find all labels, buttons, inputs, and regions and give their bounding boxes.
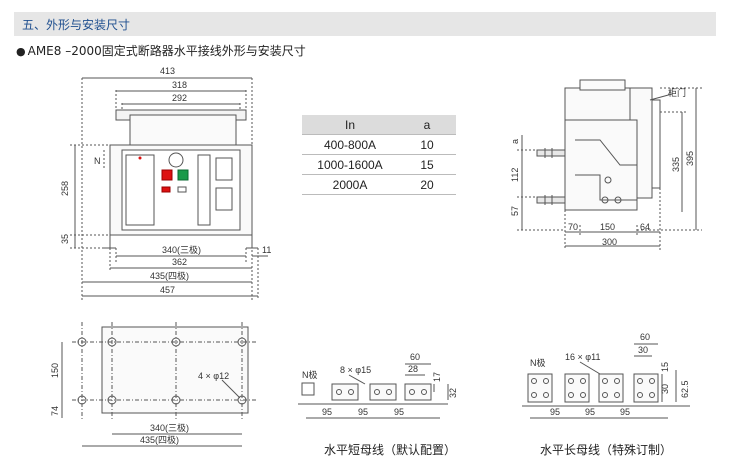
dim-300: 300 [602,237,617,247]
dim-95-long-1: 95 [550,407,560,417]
hole-spec-long: 16 × φ11 [565,352,600,362]
dim-11: 11 [262,245,271,255]
dim-340-mount: 340(三极) [150,422,189,433]
drawing-subtitle: ●AME8 –2000固定式断路器水平接线外形与安装尺寸 [16,42,306,59]
dim-413: 413 [160,66,175,76]
label-door: 柜门 [668,87,686,98]
long-busbar-view [522,343,690,419]
dim-17-short: 17 [432,372,442,382]
section-title: 五、外形与安装尺寸 [22,18,131,32]
dim-74: 74 [50,406,60,416]
table-cell: 10 [398,134,456,155]
dim-28-short: 28 [408,364,418,374]
mount-view [61,322,258,447]
hole-spec-short: 8 × φ15 [340,365,371,375]
dim-318: 318 [172,80,187,90]
hole-spec-mount: 4 × φ12 [198,371,229,381]
dim-62-5-long: 62.5 [680,380,690,398]
dim-362: 362 [172,257,187,267]
table-cell: 1000-1600A [302,154,398,175]
table-header-in: In [302,115,398,135]
short-busbar-view [298,363,449,419]
subtitle-text: AME8 –2000固定式断路器水平接线外形与安装尺寸 [27,44,306,58]
dim-a: a [510,139,520,144]
dim-35: 35 [60,234,70,244]
dim-112: 112 [510,168,520,182]
caption-short-busbar: 水平短母线（默认配置） [324,443,457,457]
dim-457: 457 [160,285,175,295]
table-row: 400-800A 10 [302,134,456,155]
dim-95-long-2: 95 [585,407,595,417]
rating-table: In a 400-800A 10 1000-1600A 15 2000A 20 [302,115,456,195]
bullet-icon: ● [16,45,26,58]
caption-long-busbar: 水平长母线（特殊订制） [540,443,673,457]
dim-95-short-2: 95 [358,407,368,417]
dim-258: 258 [60,181,70,196]
table-header-row: In a [302,115,456,135]
front-view [70,77,268,300]
dim-340-front: 340(三极) [162,244,201,255]
table-header-a: a [398,115,456,135]
dim-15-long: 15 [660,362,670,372]
dim-335: 335 [671,157,681,172]
dim-150-mount: 150 [50,363,60,378]
dim-95-short-1: 95 [322,407,332,417]
dim-95-long-3: 95 [620,407,630,417]
dim-435-front: 435(四极) [150,270,189,281]
dim-32-short: 32 [448,388,458,398]
dim-435-mount: 435(四极) [140,434,179,445]
dim-70: 70 [568,222,578,232]
dim-64: 64 [640,222,650,232]
table-row: 2000A 20 [302,174,456,195]
table-cell: 20 [398,174,456,195]
dim-95-short-3: 95 [394,407,404,417]
label-n-front: N [94,156,101,166]
table-row: 1000-1600A 15 [302,154,456,175]
label-n-long: N极 [530,357,546,368]
table-cell: 15 [398,154,456,175]
side-view [517,79,702,250]
dim-30-long-top: 30 [638,345,648,355]
table-cell: 400-800A [302,134,398,155]
dim-150-side: 150 [600,222,615,232]
dim-30-long-side: 30 [660,384,670,394]
dim-292: 292 [172,93,187,103]
dim-60-short: 60 [410,352,420,362]
dim-57: 57 [510,206,520,216]
dim-395: 395 [685,151,695,166]
table-cell: 2000A [302,174,398,195]
section-header-bar: 五、外形与安装尺寸 [14,12,716,36]
dim-60-long: 60 [640,332,650,342]
label-n-short: N极 [302,369,318,380]
